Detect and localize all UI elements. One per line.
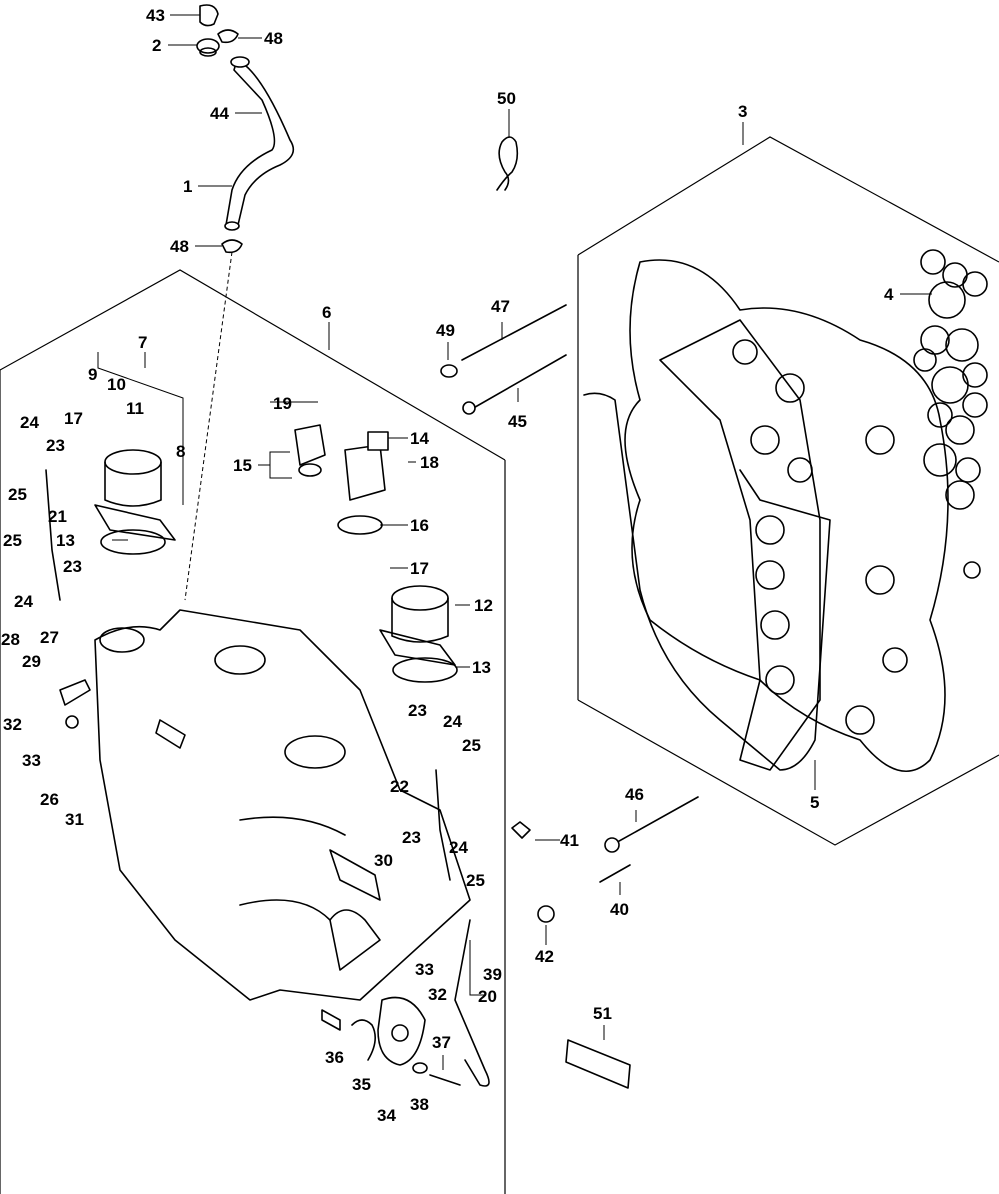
callout-31: 31 (65, 810, 84, 829)
callout-6: 6 (322, 303, 331, 322)
callout-37: 37 (432, 1033, 451, 1052)
plate-gasket-part (583, 392, 831, 771)
callout-32-left: 32 (3, 715, 22, 734)
callout-35: 35 (352, 1075, 371, 1094)
callout-40: 40 (610, 900, 629, 919)
callout-47: 47 (491, 297, 510, 316)
intake-manifold-part (94, 609, 471, 1001)
callout-24-c: 24 (443, 712, 462, 731)
callout-36: 36 (325, 1048, 344, 1067)
callout-14: 14 (410, 429, 429, 448)
callout-30: 30 (374, 851, 393, 870)
callout-19: 19 (273, 394, 292, 413)
callout-46: 46 (625, 785, 644, 804)
callout-17-left: 17 (64, 409, 83, 428)
callout-51: 51 (593, 1004, 612, 1023)
callout-44: 44 (210, 104, 229, 123)
callout-33-right: 33 (415, 960, 434, 979)
callout-7: 7 (138, 333, 147, 352)
callout-23-d: 23 (402, 828, 421, 847)
callout-25-b: 25 (3, 531, 22, 550)
callout-27: 27 (40, 628, 59, 647)
callout-15: 15 (233, 456, 252, 475)
callout-50: 50 (497, 89, 516, 108)
callout-45: 45 (508, 412, 527, 431)
callout-1: 1 (183, 177, 192, 196)
callout-43: 43 (146, 6, 165, 25)
callout-25-a: 25 (8, 485, 27, 504)
callout-9: 9 (88, 365, 97, 384)
breather-hose-assembly (184, 4, 295, 601)
callout-16: 16 (410, 516, 429, 535)
callout-28: 28 (1, 630, 20, 649)
callout-13-right: 13 (472, 658, 491, 677)
callout-48-mid: 48 (170, 237, 189, 256)
callout-13-left: 13 (56, 531, 75, 550)
throttle-bodies (94, 449, 458, 683)
gasket-part (913, 249, 988, 579)
group-frame-6 (0, 269, 506, 1194)
callout-24-d: 24 (449, 838, 468, 857)
callout-39: 39 (483, 965, 502, 984)
callout-18: 18 (420, 453, 439, 472)
callout-23-b: 23 (63, 557, 82, 576)
group-frame-3 (577, 136, 999, 846)
callout-3: 3 (738, 102, 747, 121)
callout-8: 8 (176, 442, 185, 461)
callout-29: 29 (22, 652, 41, 671)
callout-23-a: 23 (46, 436, 65, 455)
callout-12: 12 (474, 596, 493, 615)
v6-decal-part (565, 1039, 631, 1089)
callout-11: 11 (126, 399, 144, 418)
callout-32-right: 32 (428, 985, 447, 1004)
callout-2: 2 (152, 36, 161, 55)
leader-lines (97, 14, 932, 1070)
callout-22: 22 (390, 777, 409, 796)
sensors (294, 424, 389, 535)
callout-42: 42 (535, 947, 554, 966)
callout-38: 38 (410, 1095, 429, 1114)
cylinder-plate-part (624, 259, 949, 772)
callout-10: 10 (107, 375, 126, 394)
callout-48-top: 48 (264, 29, 283, 48)
callout-49: 49 (436, 321, 455, 340)
callout-4: 4 (884, 285, 894, 304)
callout-20: 20 (478, 987, 497, 1006)
callout-24-a: 24 (20, 413, 39, 432)
callout-17-right: 17 (410, 559, 429, 578)
linkage-parts (45, 469, 490, 1087)
callout-25-c: 25 (462, 736, 481, 755)
callout-33-left: 33 (22, 751, 41, 770)
callout-24-b: 24 (14, 592, 33, 611)
bolts (440, 304, 699, 923)
callout-labels: 43 2 48 44 1 48 50 3 4 47 49 45 5 6 7 9 … (1, 6, 894, 1125)
callout-34: 34 (377, 1106, 396, 1125)
callout-25-d: 25 (466, 871, 485, 890)
callout-21: 21 (48, 507, 67, 526)
clip-part (496, 136, 519, 191)
callout-26: 26 (40, 790, 59, 809)
callout-41: 41 (560, 831, 579, 850)
callout-5: 5 (810, 793, 819, 812)
callout-23-c: 23 (408, 701, 427, 720)
